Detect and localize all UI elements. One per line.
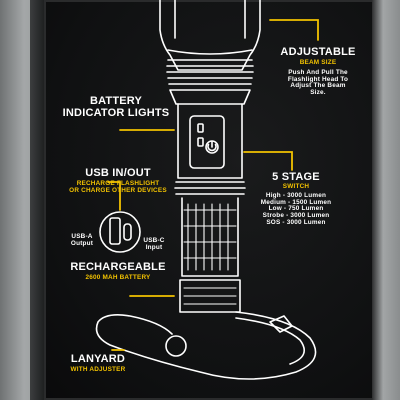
callout-stage	[243, 151, 293, 171]
stage-title: 5 STAGE	[272, 171, 320, 183]
stage-modes: High - 3000 Lumen Medium - 1500 Lumen Lo…	[244, 192, 348, 227]
usb-subtitle: RECHARGE FLASHLIGHT OR CHARGE OTHER DEVI…	[56, 180, 180, 194]
battery-indicator-title-line: INDICATOR LIGHTS	[62, 106, 170, 119]
lanyard-title: LANYARD	[70, 353, 126, 365]
adjustable-desc: Push And Pull The Flashlight Head To Adj…	[268, 69, 368, 97]
power-icon	[207, 141, 217, 152]
flashlight-body	[177, 103, 243, 179]
lanyard-adjuster	[165, 335, 187, 357]
box-left-edge	[30, 0, 46, 400]
adjustable-subtitle: BEAM SIZE	[299, 59, 337, 66]
usb-a-port	[109, 217, 121, 245]
usb-a-label: USB-A Output	[62, 233, 102, 247]
adjustable-title: ADJUSTABLE	[280, 46, 356, 58]
battery-indicator-title: BATTERY INDICATOR LIGHTS	[60, 95, 172, 119]
grip-outline	[181, 197, 239, 277]
stage-mode: Strobe - 3000 Lumen	[262, 212, 330, 220]
lanyard-subtitle: WITH ADJUSTER	[70, 366, 126, 373]
rechargeable-title: RECHARGEABLE	[70, 261, 166, 273]
usb-title: USB IN/OUT	[85, 167, 151, 179]
adjustable-desc-line: Push And Pull The	[288, 69, 348, 76]
stage-mode: Medium - 1500 Lumen	[260, 198, 332, 206]
battery-indicator-panel	[189, 115, 225, 169]
lanyard-loop-inner	[235, 317, 306, 365]
rechargeable-subtitle: 2600 MAH BATTERY	[85, 274, 151, 281]
usb-a-label-line: Output	[70, 239, 94, 247]
neck-outline	[169, 89, 251, 105]
tail-lines	[183, 287, 237, 305]
power-button-ring	[205, 140, 219, 154]
usb-c-port	[123, 223, 132, 241]
grip-knurl	[183, 203, 237, 271]
stage-mode: High - 3000 Lumen	[265, 192, 327, 199]
stage-mode: Low - 750 Lumen	[268, 205, 324, 213]
lanyard-loop	[95, 311, 317, 380]
usb-c-label: USB-C Input	[136, 237, 172, 251]
indicator-led-1	[197, 123, 204, 133]
usb-subtitle-line: OR CHARGE OTHER DEVICES	[69, 186, 167, 194]
indicator-led-2	[197, 137, 204, 147]
callout-usb	[107, 181, 121, 211]
flashlight-head-outline	[159, 0, 261, 71]
adjustable-desc-line: Adjust The Beam	[290, 82, 346, 90]
callout-adjustable	[269, 19, 319, 41]
lanyard-clip	[269, 315, 293, 333]
neck-ribs	[166, 59, 254, 85]
usb-c-label-line: USB-C	[143, 237, 165, 244]
adjustable-desc-line: Size.	[310, 89, 326, 97]
battery-indicator-title-line: BATTERY	[89, 95, 143, 107]
stage-mode: SOS - 3000 Lumen	[266, 218, 326, 226]
usb-subtitle-line: RECHARGE FLASHLIGHT	[76, 180, 160, 187]
box-right-edge	[372, 0, 400, 400]
usb-a-label-line: USB-A	[71, 233, 93, 240]
flashlight-head-ring	[167, 49, 253, 55]
stage-subtitle: SWITCH	[282, 183, 310, 190]
adjustable-desc-line: Flashlight Head To	[287, 75, 349, 83]
usb-c-label-line: Input	[145, 243, 163, 251]
flashlight-head-inner	[174, 0, 246, 39]
usb-port-circle	[99, 211, 141, 253]
